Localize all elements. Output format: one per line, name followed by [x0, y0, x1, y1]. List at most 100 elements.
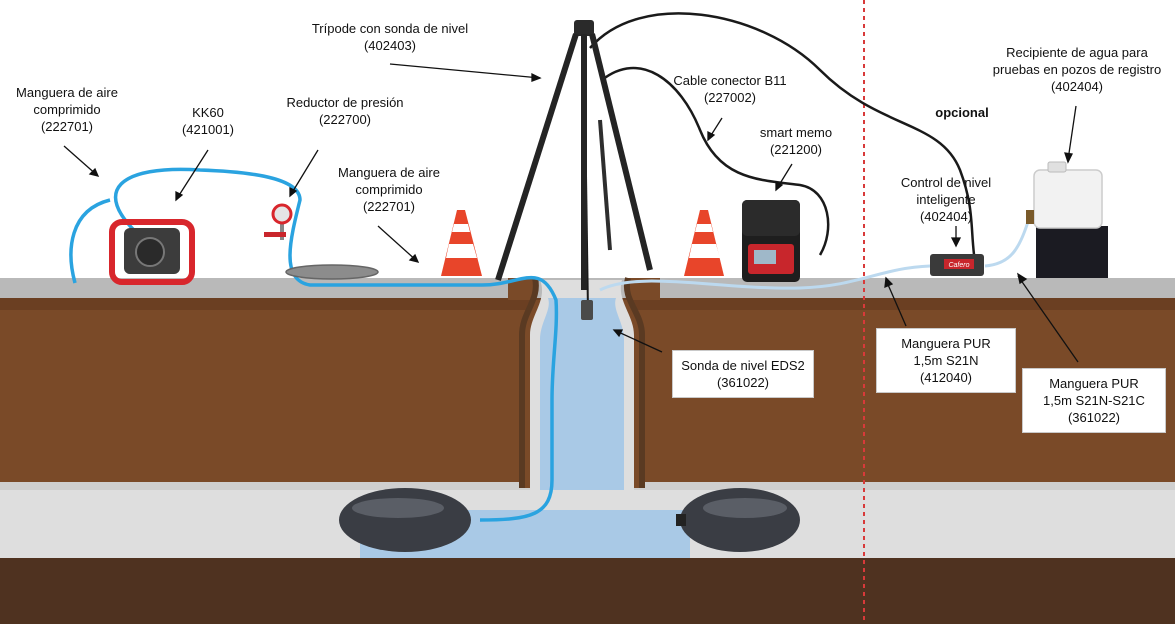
label-water-container-line2: pruebas en pozos de registro [992, 62, 1162, 77]
cone-left-stripe [446, 244, 477, 258]
label-tripod: Trípode con sonda de nivel (402403) [296, 20, 484, 54]
label-smart-memo-code: (221200) [769, 142, 823, 157]
level-control-brand: Cafero [948, 262, 969, 269]
label-water-container-code: (402404) [1050, 79, 1104, 94]
soil-lower [0, 558, 1175, 624]
arrow-hose-center [377, 225, 419, 263]
label-hose-air-center-line2: comprimido [355, 182, 423, 197]
tripod [495, 20, 653, 320]
label-reducer-code: (222700) [318, 112, 372, 127]
label-hose-air-center-line1: Manguera de aire [338, 165, 440, 180]
reducer-gauge [271, 203, 293, 225]
label-tripod-line1: Trípode con sonda de nivel [311, 21, 469, 36]
arrow-reducer [289, 149, 319, 197]
label-water-container: Recipiente de agua para pruebas en pozos… [984, 44, 1170, 95]
label-water-container-line1: Recipiente de agua para [1006, 45, 1148, 60]
label-level-control-line1: Control de nivel [900, 175, 992, 190]
tripod-leg-right [589, 33, 653, 271]
arrowhead-hose-left [88, 167, 100, 177]
smart-memo-device [742, 200, 800, 282]
label-cable-b11-code: (227002) [703, 90, 757, 105]
arrowhead-reducer [289, 186, 298, 198]
air-hose-left-drop [69, 198, 111, 284]
arrowhead-probe [612, 329, 624, 338]
label-optional: opcional [922, 104, 1002, 121]
pur-hose-s21n [599, 264, 931, 292]
water-container [1026, 161, 1108, 278]
tripod-leg-left [495, 33, 579, 281]
label-hose-air-center-code: (222701) [362, 199, 416, 214]
pipe-plug-left [339, 488, 471, 552]
container-cap [1047, 161, 1067, 173]
level-probe [581, 300, 593, 320]
pipe-plug-left-highlight [352, 498, 444, 518]
arrow-tripod [389, 63, 541, 79]
pressure-reducer [264, 203, 293, 240]
cone-left-body [441, 210, 482, 276]
label-tripod-code: (402403) [363, 38, 417, 53]
label-pur-hose-s21n-s21c-line1: Manguera PUR [1049, 376, 1139, 391]
arrowhead-kk60 [175, 190, 184, 202]
cone-left-stripe-top [452, 224, 470, 232]
label-pur-hose-s21n-code: (412040) [919, 370, 973, 385]
label-kk60-line1: KK60 [192, 105, 224, 120]
plug-valve [676, 514, 686, 526]
label-reducer-line1: Reductor de presión [286, 95, 404, 110]
compressor-body [109, 219, 195, 285]
arrowhead-pur-s21n [884, 276, 894, 289]
air-hose-compressor-loop [113, 167, 559, 522]
label-reducer: Reductor de presión (222700) [278, 94, 412, 128]
traffic-cone-left [441, 210, 482, 276]
smart-memo-screen [754, 250, 776, 264]
manhole-cover [285, 264, 379, 280]
pipe-plug-right-highlight [703, 498, 787, 518]
level-control-badge [944, 259, 974, 269]
container-tap [1026, 210, 1034, 224]
smart-memo-lid [742, 200, 800, 236]
arrow-probe [613, 329, 663, 353]
arrowhead-level-control [950, 237, 962, 248]
arrow-pur-s21n-s21c [1017, 275, 1079, 363]
tripod-leg-brace [598, 119, 612, 251]
label-optional-text: opcional [935, 105, 989, 120]
arrow-pur-s21n [885, 279, 907, 327]
label-pur-hose-s21n-s21c-line2: 1,5m S21N-S21C [1043, 393, 1145, 408]
label-kk60-code: (421001) [181, 122, 235, 137]
compressor-kk60 [109, 219, 195, 285]
cable-tripod-to-level-control [589, 12, 977, 263]
label-pur-hose-s21n-s21c-code: (361022) [1067, 410, 1121, 425]
reducer-handle [264, 232, 286, 237]
label-pur-hose-s21n-line1: Manguera PUR [901, 336, 991, 351]
label-hose-air-center: Manguera de aire comprimido (222701) [326, 164, 452, 215]
leader-lines [63, 63, 1079, 363]
shaft-wall-left [519, 277, 539, 488]
label-probe: Sonda de nivel EDS2 (361022) [672, 350, 814, 398]
tripod-head [574, 20, 594, 36]
arrowhead-cable-b11 [707, 130, 716, 142]
arrow-water-container [1067, 105, 1077, 161]
label-smart-memo: smart memo (221200) [748, 124, 844, 158]
label-hose-air-left-line2: comprimido [33, 102, 101, 117]
cone-right-stripe [689, 244, 720, 258]
pur-hose-s21n-s21c [984, 214, 1032, 268]
compressor-fan [135, 237, 165, 267]
label-hose-air-left-code: (222701) [40, 119, 94, 134]
label-probe-line1: Sonda de nivel EDS2 [681, 358, 805, 373]
cone-right-body [684, 210, 724, 276]
arrowhead-tripod [531, 72, 542, 82]
pipe-plug-right [680, 488, 800, 552]
container-stand [1036, 226, 1108, 278]
label-smart-memo-line1: smart memo [759, 125, 833, 140]
shaft-wall-right [623, 277, 645, 488]
arrow-kk60 [175, 149, 209, 201]
level-control-device: Cafero [930, 254, 984, 276]
arrowhead-smart-memo [775, 180, 784, 192]
label-hose-air-left-line1: Manguera de aire [16, 85, 118, 100]
label-cable-b11-line1: Cable conector B11 [673, 73, 787, 88]
arrowhead-water-container [1064, 152, 1073, 164]
arrowhead-pur-s21n-s21c [1017, 272, 1028, 285]
arrowhead-hose-center [408, 253, 420, 263]
container-jug [1033, 169, 1103, 229]
label-pur-hose-s21n-s21c: Manguera PUR 1,5m S21N-S21C (361022) [1022, 368, 1166, 433]
